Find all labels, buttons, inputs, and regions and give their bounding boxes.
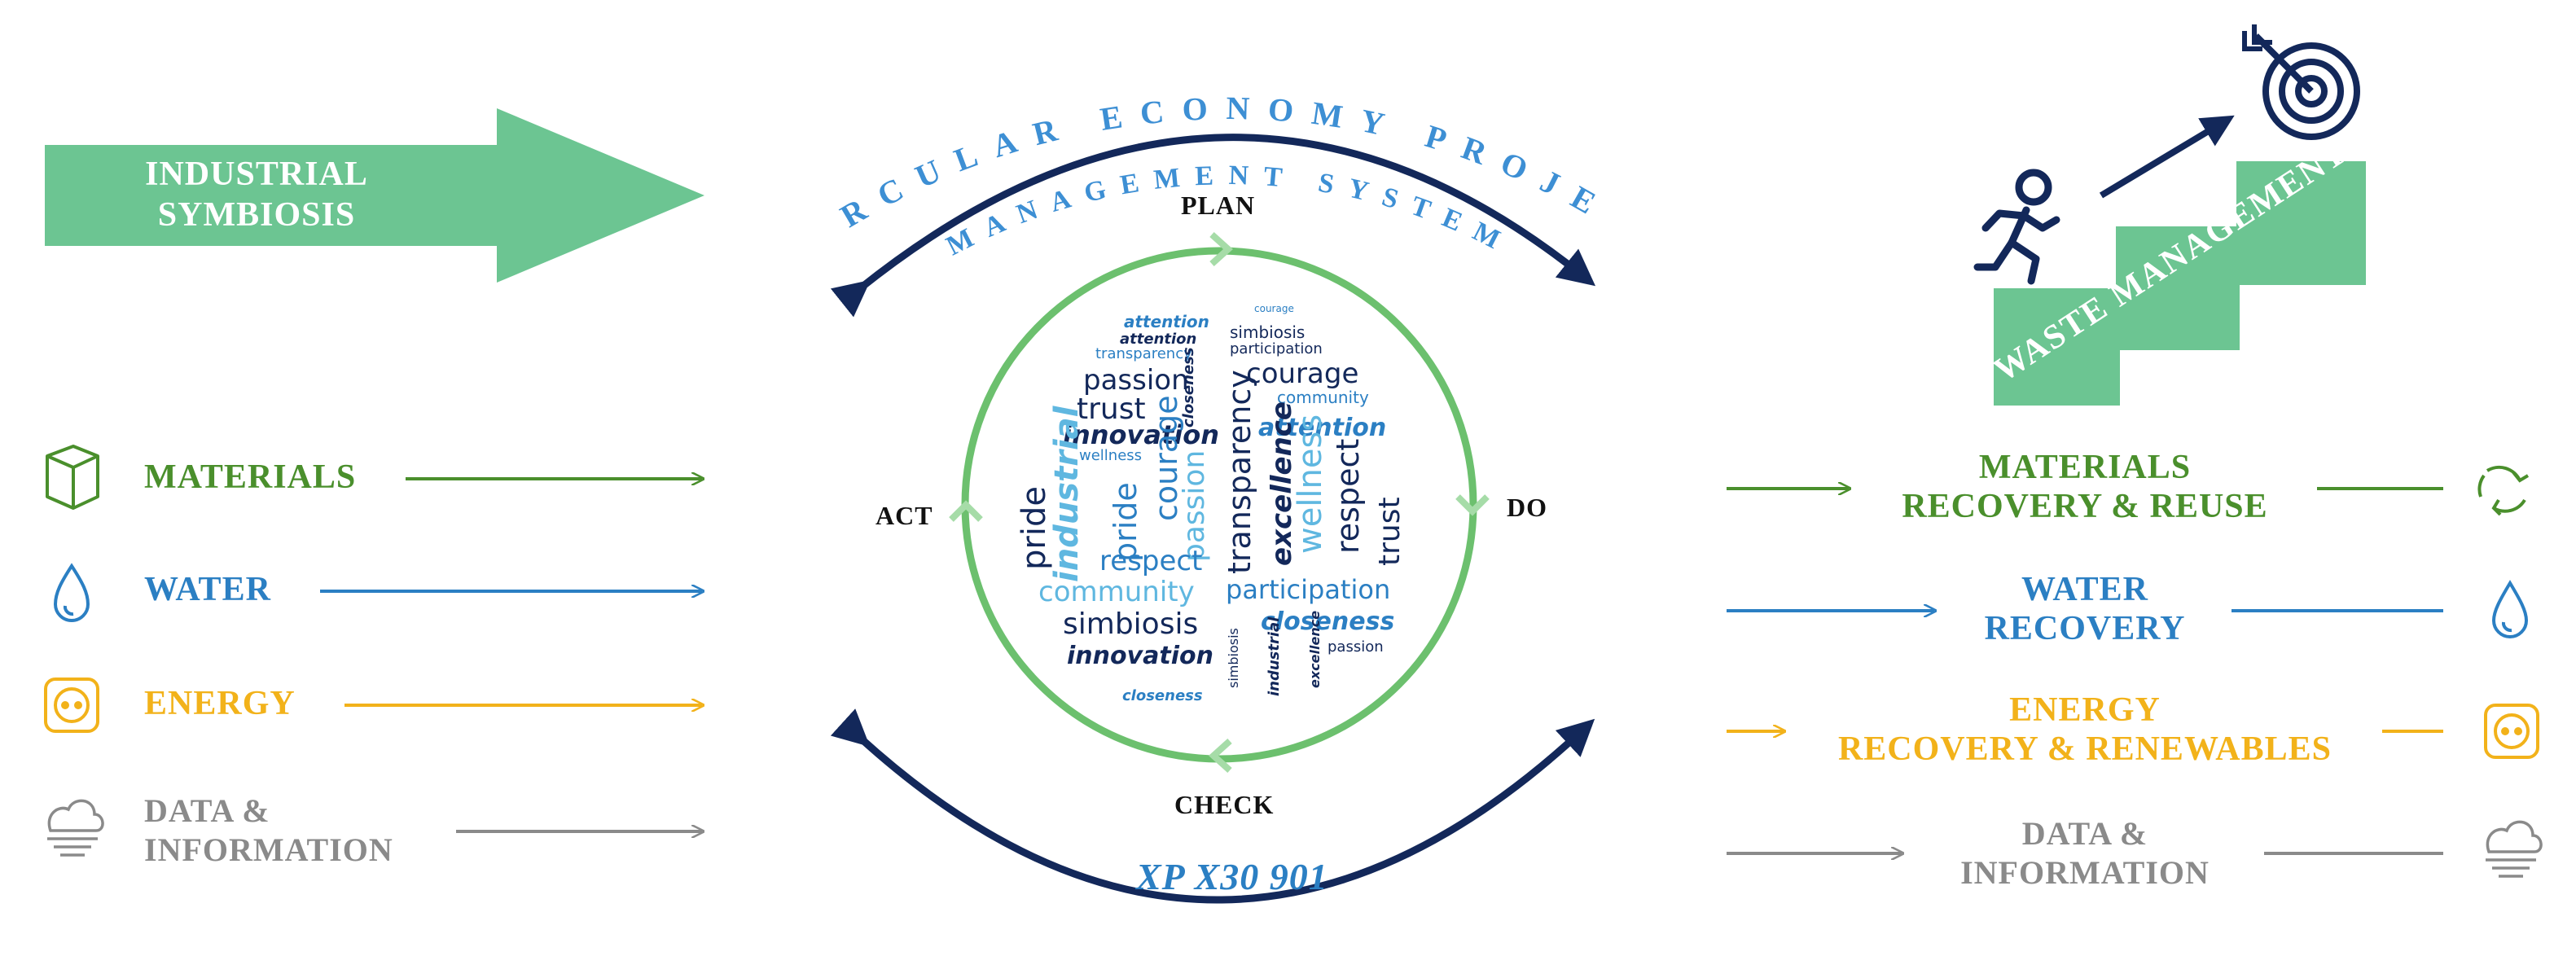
top-arc-arrow [830,134,1596,318]
wc-left-word: attention [1120,331,1196,348]
wc-left-word: simbiosis [1063,607,1198,641]
wc-right-word: respect [1330,439,1366,554]
wc-right-word: participation [1230,340,1323,357]
cloud-data-icon [47,799,104,857]
word-cloud-right: courage simbiosis participation courage … [1222,303,1406,696]
input-data-label-2: INFORMATION [144,831,393,868]
cycle-arrow-top [1209,232,1233,266]
wc-left-word: industrial [1048,405,1086,582]
wc-left-word: passion [1083,364,1189,397]
wc-left-word: pride [1108,482,1143,562]
wc-left-word: wellness [1079,447,1142,464]
wc-right-word: community [1277,388,1369,407]
output-water-label-1: WATER [2021,571,2148,608]
wc-right-word: simbiosis [1230,322,1305,342]
banner-line-2: SYMBIOSIS [157,196,356,234]
wc-right-word: excellence [1266,401,1298,566]
cycle-act-label: ACT [875,501,933,530]
wc-right-word: attention [1258,414,1386,442]
cycle-arrow-left [949,500,983,522]
input-data-label-1: DATA & [144,792,270,829]
output-data-label-2: INFORMATION [1960,854,2210,891]
recycle-icon [2477,465,2530,516]
water-drop-icon [53,563,90,622]
wc-left-word: community [1038,576,1195,608]
target-icon [2242,24,2360,140]
wc-left-word: respect [1099,545,1202,577]
progress-arrow [2099,115,2235,199]
wc-left-word: attention [1124,312,1209,331]
wc-right-word: industrial [1266,616,1283,696]
word-cloud-left: attention attention transparency passion… [1016,312,1219,704]
wc-right-word: wellness [1292,414,1329,554]
cycle-do-label: DO [1507,493,1547,522]
wc-right-word: passion [1327,638,1384,656]
wc-left-word: passion [1178,450,1211,562]
wc-left-word: closeness [1122,687,1203,704]
cycle-plan-label: PLAN [1181,191,1256,220]
wc-left-word: trust [1077,392,1146,426]
bottom-arc-arrow [830,708,1595,904]
wc-left-word: innovation [1063,419,1219,450]
industrial-symbiosis-arrow [45,108,704,283]
output-water-label-2: RECOVERY [1984,610,2186,647]
wc-left-word: pride [1016,486,1053,570]
cloud-data-icon [2486,820,2543,878]
cycle-arrow-bottom [1209,739,1232,773]
output-energy-label-2: RECOVERY & RENEWABLES [1837,730,2332,768]
power-socket-icon [2484,704,2539,759]
wc-right-word: courage [1254,303,1294,314]
input-materials-label: MATERIALS [144,458,357,496]
running-person-icon [1973,169,2060,285]
wc-right-word: simbiosis [1226,628,1241,688]
standard-label: XP X30 901 [1136,856,1328,897]
output-materials-label-2: RECOVERY & REUSE [1902,488,2268,525]
wc-left-word: closeness [1180,347,1197,428]
wc-left-word: innovation [1067,642,1213,670]
wc-right-word: participation [1226,574,1390,605]
wc-right-word: transparency [1222,370,1257,574]
wc-right-word: trust [1373,497,1406,566]
output-energy-label-1: ENERGY [2009,691,2161,729]
cycle-check-label: CHECK [1174,790,1275,819]
wc-left-word: transparency [1095,345,1192,362]
water-drop-icon [2491,580,2529,638]
wc-left-word: courage [1148,395,1184,521]
wc-right-word: courage [1246,357,1358,390]
wc-right-word: excellence [1307,611,1323,688]
box-icon [46,445,99,510]
cycle-arrow-right [1455,494,1490,516]
output-data-label-1: DATA & [2021,815,2148,852]
power-socket-icon [44,678,99,733]
input-energy-label: ENERGY [144,685,296,722]
banner-line-1: INDUSTRIAL [145,156,368,193]
wc-right-word: closeness [1261,607,1394,636]
waste-management-stairs [1994,161,2366,406]
output-materials-label-1: MATERIALS [1978,449,2192,486]
input-water-label: WATER [144,571,271,608]
